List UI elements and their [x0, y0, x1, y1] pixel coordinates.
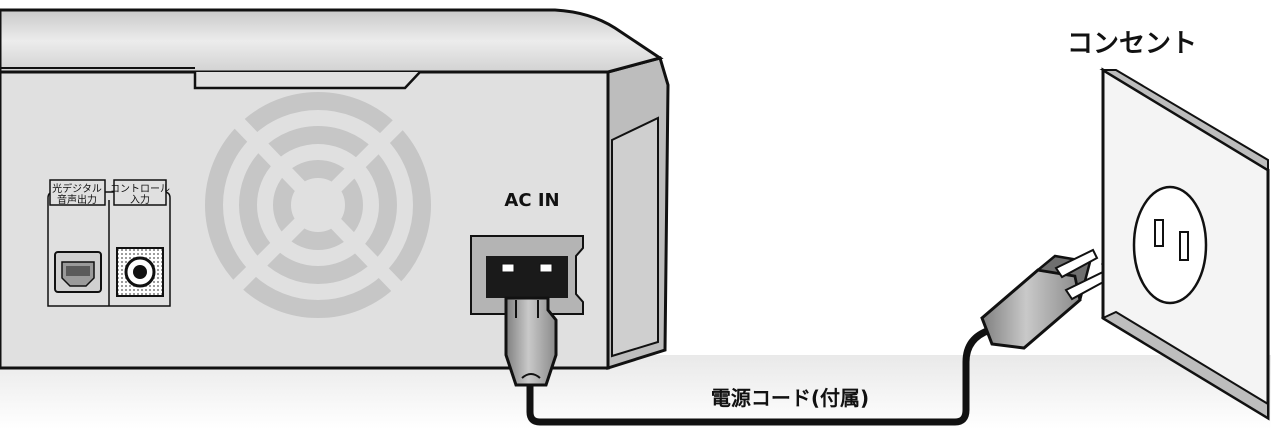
port-panel: [47, 179, 171, 307]
control-jack-icon: [116, 247, 164, 297]
optical-output-label-line1: 光デジタル: [52, 182, 102, 195]
control-input-label-line1: コントロール: [110, 184, 170, 195]
ac-inlet-icon: [470, 235, 584, 315]
optical-port-icon: [54, 251, 102, 293]
outlet-label: コンセント: [1067, 29, 1197, 59]
power-cord-label: 電源コード(付属): [711, 386, 869, 410]
wall-outlet-icon: [1099, 67, 1270, 421]
iec-plug-icon: [504, 296, 558, 387]
optical-output-label-line2: 音声出力: [57, 193, 97, 206]
fan-vent-icon: [205, 92, 431, 318]
control-input-label-line2: 入力: [130, 193, 150, 206]
ac-in-label: AC IN: [504, 190, 559, 211]
power-cord: [526, 326, 994, 426]
